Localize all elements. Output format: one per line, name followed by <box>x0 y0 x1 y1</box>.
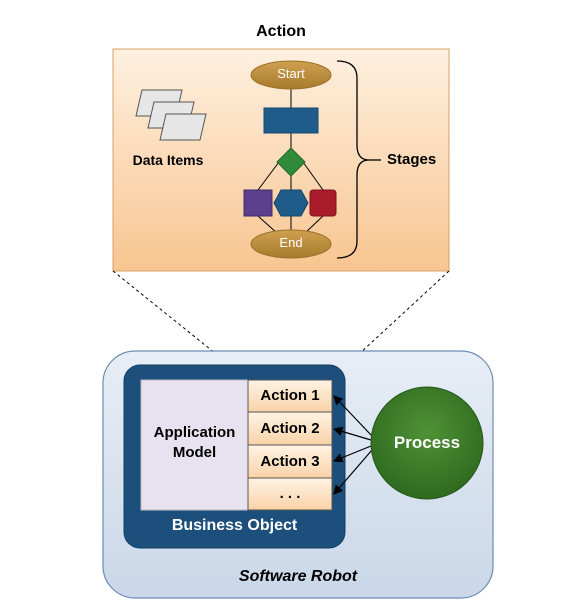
action-more-label: . . . <box>279 485 301 502</box>
data-items-icon <box>135 89 207 141</box>
end-label: End <box>279 235 303 250</box>
flowchart-hexagon <box>273 189 309 217</box>
process-circle <box>370 386 484 500</box>
action-3-label: Action 3 <box>260 453 320 470</box>
stages-label: Stages <box>387 151 437 168</box>
process-arrows <box>332 395 373 495</box>
process-label: Process <box>393 433 461 452</box>
flowchart-purple-rect <box>243 189 273 217</box>
flowchart-red-rect <box>309 189 337 217</box>
data-items-label: Data Items <box>132 152 204 168</box>
zoom-line-left <box>112 270 247 379</box>
action-2-label: Action 2 <box>260 420 320 437</box>
action-box-more <box>247 477 333 511</box>
action-box-1 <box>247 379 333 413</box>
application-model-box <box>140 379 249 511</box>
action-1-label: Action 1 <box>260 387 320 404</box>
start-ellipse <box>250 60 332 90</box>
application-model-label-line2: Model <box>172 444 217 461</box>
start-label: Start <box>277 66 305 81</box>
action-box-3 <box>247 444 333 479</box>
end-ellipse <box>250 229 332 259</box>
zoom-line-right <box>332 270 450 379</box>
flowchart-process-rect <box>263 107 319 134</box>
action-title: Action <box>256 23 306 40</box>
business-object-label: Business Object <box>171 517 298 534</box>
action-box-2 <box>247 411 333 446</box>
software-robot-label: Software Robot <box>238 568 358 585</box>
flowchart-decision-diamond <box>276 147 306 177</box>
application-model-label-line1: Application <box>153 424 236 441</box>
